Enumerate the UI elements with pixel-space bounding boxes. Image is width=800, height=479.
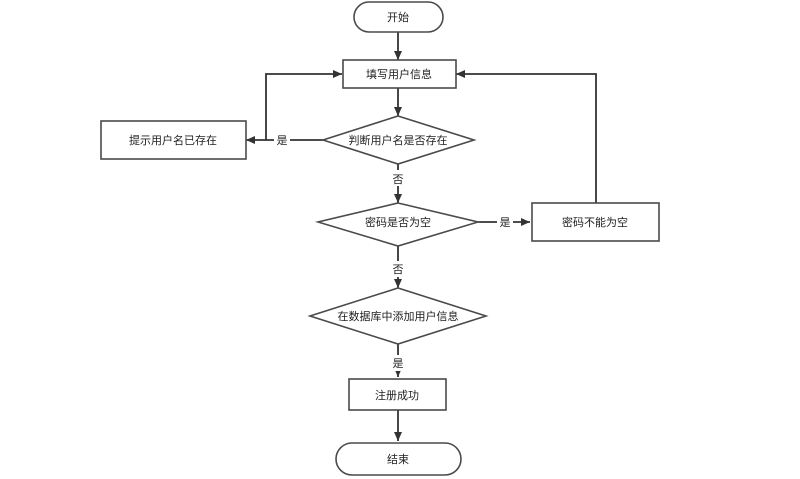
node-register-success-label: 注册成功 <box>375 388 419 402</box>
node-start: 开始 <box>353 1 444 33</box>
node-check-password: 密码是否为空 <box>314 202 482 247</box>
node-end: 结束 <box>335 442 462 476</box>
edge-prompt-back-to-fill <box>265 70 342 140</box>
label-db-yes: 是 <box>393 357 404 370</box>
node-password-empty-prompt: 密码不能为空 <box>531 202 660 242</box>
node-start-label: 开始 <box>387 10 409 24</box>
node-check-name: 判断用户名是否存在 <box>320 115 477 165</box>
node-fill-info: 填写用户信息 <box>342 59 457 89</box>
label-name-no: 否 <box>393 173 404 186</box>
node-add-to-db-label: 在数据库中添加用户信息 <box>338 309 459 323</box>
node-add-to-db: 在数据库中添加用户信息 <box>307 287 489 345</box>
label-password-yes: 是 <box>500 216 511 229</box>
label-password-no: 否 <box>393 263 404 276</box>
node-name-exists-prompt: 提示用户名已存在 <box>100 120 247 160</box>
node-fill-info-label: 填写用户信息 <box>366 67 432 81</box>
edge-labels: 是 否 是 否 是 <box>274 132 513 371</box>
node-end-label: 结束 <box>387 453 409 466</box>
node-register-success: 注册成功 <box>348 378 447 411</box>
node-check-password-label: 密码是否为空 <box>365 215 431 229</box>
node-password-empty-prompt-label: 密码不能为空 <box>562 215 628 229</box>
node-name-exists-prompt-label: 提示用户名已存在 <box>129 133 217 147</box>
edge-password-prompt-back-to-fill <box>456 70 597 203</box>
node-check-name-label: 判断用户名是否存在 <box>349 133 448 147</box>
label-name-yes: 是 <box>277 134 288 147</box>
